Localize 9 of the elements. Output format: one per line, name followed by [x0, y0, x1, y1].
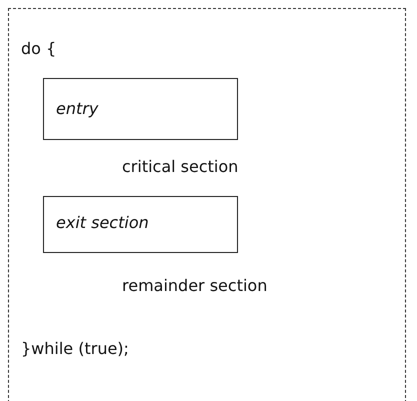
box-label: entry	[56, 99, 98, 118]
section-label: remainder section	[122, 276, 268, 296]
box-label: exit section	[56, 213, 149, 232]
code-text: do {	[21, 39, 56, 58]
code-text: }while (true);	[21, 339, 129, 358]
code-box	[43, 196, 238, 253]
code-box	[43, 78, 238, 140]
code-block-frame	[8, 8, 406, 401]
section-label: critical section	[122, 157, 238, 176]
